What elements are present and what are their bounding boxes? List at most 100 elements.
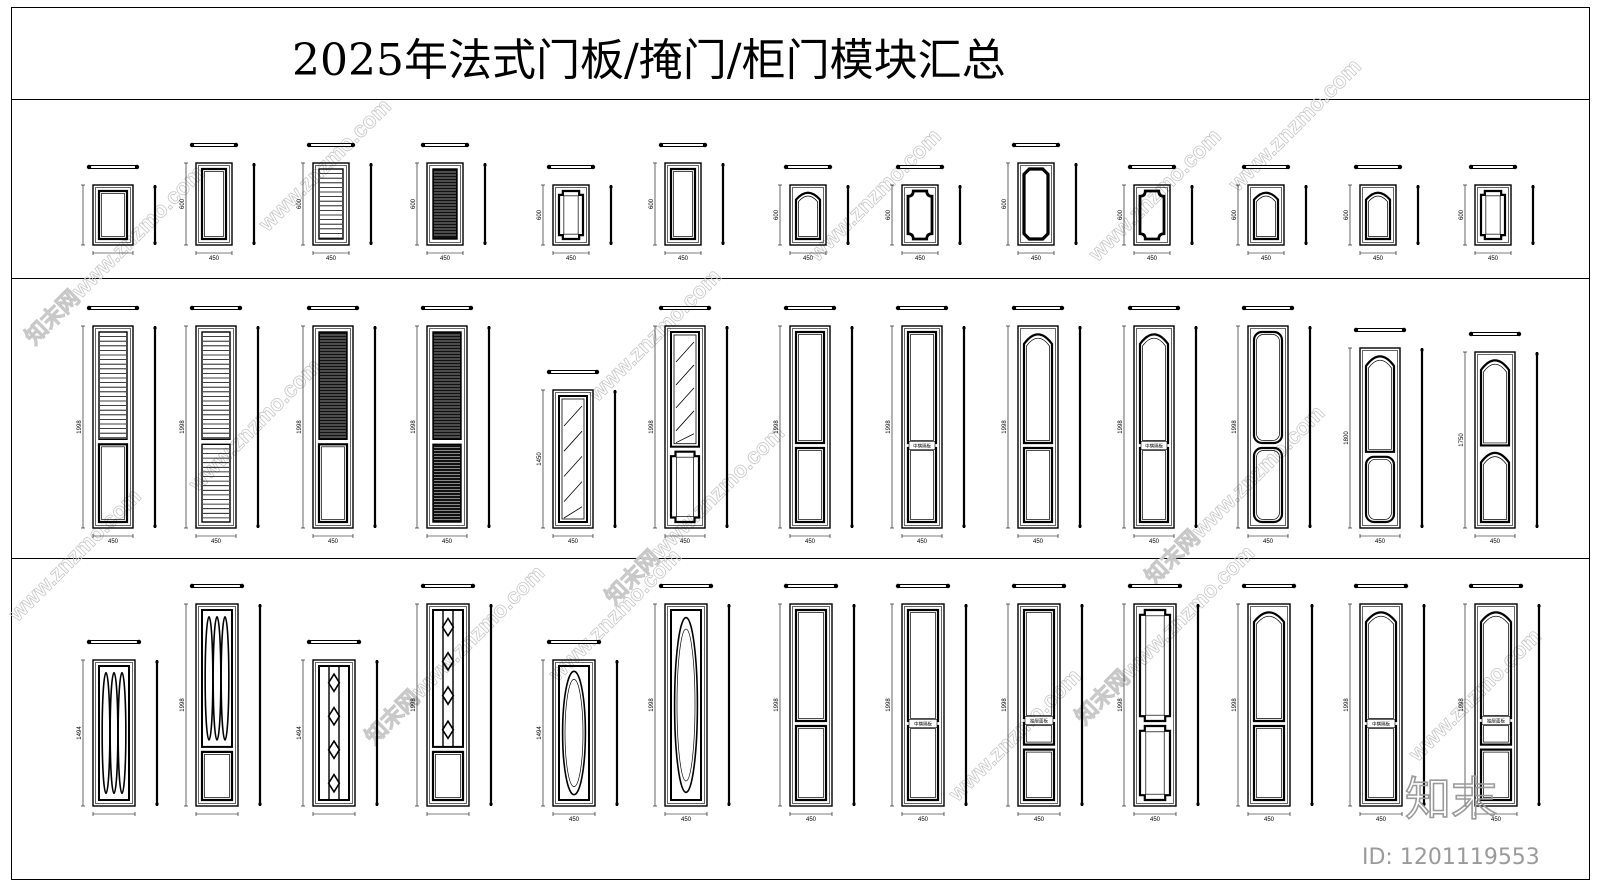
lattice-diamond	[327, 739, 341, 760]
door-elevation	[81, 164, 157, 255]
height-label: 600	[649, 198, 655, 209]
door-outer-frame	[1133, 603, 1177, 807]
width-label: 450	[917, 539, 928, 545]
door-outer-frame	[1017, 162, 1055, 246]
height-label: 1494	[297, 726, 303, 740]
door-plan-bar	[1013, 584, 1065, 588]
door-plan-knob	[1468, 331, 1474, 337]
panel-arched	[1252, 611, 1286, 723]
lattice-diamond	[327, 706, 341, 727]
width-label: 450	[805, 539, 816, 545]
width-label: 450	[1031, 256, 1042, 262]
glass-hatch	[675, 410, 695, 432]
door-plan-bar	[660, 306, 710, 310]
door-plan-bar	[1013, 143, 1059, 147]
door-elevation: 1998	[411, 583, 493, 816]
door-plan-knob	[1468, 583, 1474, 589]
width-label: 450	[1376, 817, 1387, 823]
door-plan-bar	[1355, 165, 1401, 169]
panel-recess	[906, 724, 940, 802]
glass-pane	[561, 398, 585, 520]
door-side-profile-end	[258, 802, 262, 806]
door-outer-frame	[664, 325, 706, 529]
height-label: 1998	[180, 698, 186, 712]
door-frame-bead	[1477, 606, 1515, 804]
door-side-profile-end	[850, 524, 854, 528]
door-note-box	[908, 719, 938, 728]
door-plan-knob	[1518, 583, 1524, 589]
door-plan-knob	[1171, 164, 1177, 170]
door-side-profile-end	[258, 604, 262, 608]
door-plan-knob	[1401, 327, 1407, 333]
oval-inset	[673, 616, 699, 794]
door-plan-bar	[1470, 165, 1516, 169]
glass-hatch	[563, 430, 583, 452]
door-plan-knob	[1059, 305, 1065, 311]
door-plan-knob	[1397, 164, 1403, 170]
door-elevation: 1494	[297, 639, 379, 816]
door-plan-knob	[783, 583, 789, 589]
door-plan-knob	[86, 305, 92, 311]
panel-arched-bead	[1368, 195, 1388, 237]
door-outer-frame	[552, 389, 594, 529]
door-side-profile-end	[369, 163, 373, 167]
width-label: 450	[1373, 256, 1384, 262]
watermark-text: www.znzmo.com	[943, 663, 1086, 806]
door-side-profile-end	[962, 326, 966, 330]
door-side-profile-end	[1194, 326, 1198, 330]
door-frame-bead	[1477, 187, 1509, 243]
sheet-title: 2025年法式门板/掩门/柜门模块汇总	[292, 35, 1006, 86]
door-side-profile-end	[375, 660, 379, 664]
height-label: 1998	[1002, 420, 1008, 434]
height-label: 600	[180, 198, 186, 209]
door-frame-bead	[555, 662, 593, 804]
door-outer-frame	[789, 184, 827, 246]
width-label: 450	[326, 256, 337, 262]
door-frame-bead	[792, 187, 824, 243]
panel-notched	[1479, 189, 1507, 241]
door-side-profile-end	[1078, 326, 1082, 330]
door-side-profile-end	[1420, 348, 1424, 352]
door-side-profile-end	[487, 524, 491, 528]
door-outer-frame	[901, 603, 945, 807]
door-plan-knob	[1516, 331, 1522, 337]
panel-rounded-bead	[1368, 458, 1392, 520]
door-frame-bead	[315, 165, 347, 243]
louver-frame	[98, 331, 128, 441]
door-side-profile-end	[1074, 163, 1078, 167]
door-plan-knob	[706, 305, 712, 311]
panel-bead	[1483, 751, 1509, 798]
door-plan-knob	[1285, 164, 1291, 170]
louver-frame	[432, 168, 458, 240]
site-logo: 知末 ID: 1201119553	[1362, 771, 1540, 870]
drawing-id-label: ID: 1201119553	[1362, 845, 1540, 870]
panel-recess	[1364, 724, 1398, 802]
door-outer-frame	[901, 325, 943, 529]
width-label: 450	[680, 539, 691, 545]
door-panels-layer: 6004506004506004506004506004506004506004…	[77, 142, 1541, 823]
door-side-profile-end	[487, 326, 491, 330]
width-label: 450	[1264, 817, 1275, 823]
door-plan-knob	[1011, 142, 1017, 148]
panel-bead	[910, 334, 934, 441]
panel-arched	[1479, 611, 1513, 720]
door-plan-bar	[191, 584, 243, 588]
panel-rounded	[1252, 446, 1284, 524]
door-row-short-doors: 6004506004506004506004506004506004506004…	[81, 142, 1535, 262]
panel-bead	[321, 446, 345, 520]
door-side-profile-end	[1078, 524, 1082, 528]
door-plan-bar	[1013, 306, 1063, 310]
height-label: 1998	[1344, 698, 1350, 712]
width-label: 450	[681, 817, 692, 823]
door-side-profile-end	[1420, 524, 1424, 528]
panel-recess	[200, 167, 228, 241]
door-plan-knob	[939, 164, 945, 170]
panel-arched-bead	[1483, 615, 1509, 716]
